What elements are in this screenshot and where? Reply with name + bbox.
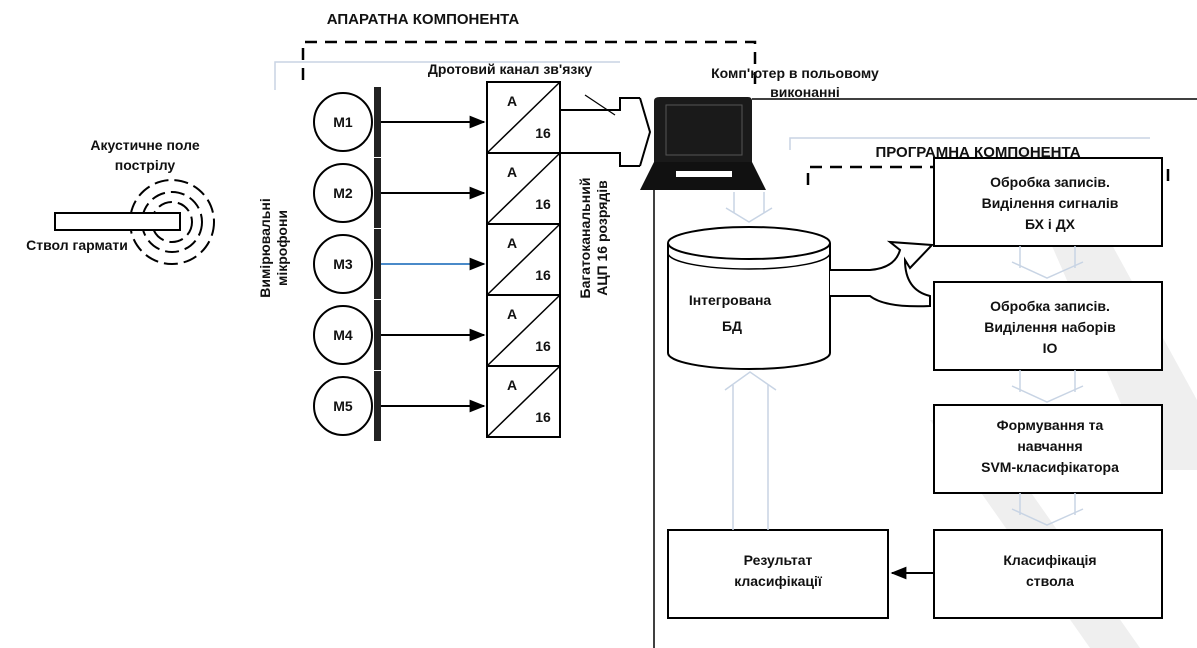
acoustic-field-label-line2: пострілу (115, 157, 176, 173)
svg-text:класифікації: класифікації (734, 573, 823, 589)
barrel-label: Ствол гармати (26, 237, 128, 253)
adc-block-5: A 16 (486, 365, 561, 438)
software-title: ПРОГРАМНА КОМПОНЕНТА (875, 144, 1080, 161)
channel-3: M3 A 16 (313, 223, 561, 299)
microphone-3 (313, 234, 373, 294)
microphones-caption-line1: Вимірювальні (257, 198, 273, 298)
microphone-label: M1 (333, 114, 353, 130)
svg-text:Класифікація: Класифікація (1003, 552, 1096, 568)
microphone-1 (313, 92, 373, 152)
adc-block-2: A 16 (486, 152, 561, 225)
svg-text:ствола: ствола (1026, 573, 1074, 589)
svg-text:Виділення наборів: Виділення наборів (984, 319, 1116, 335)
step-flow-arrows (1011, 246, 1084, 526)
wired-channel-cable (560, 94, 652, 167)
step-box-4: Класифікація ствола (933, 529, 1163, 619)
adc-letter: A (507, 306, 517, 322)
adc-block-3: A 16 (486, 223, 561, 296)
computer-label-line1: Комп'ютер в польовому (711, 65, 879, 81)
channel-2: M2 A 16 (313, 152, 561, 228)
computer-label-line2: виконанні (770, 84, 840, 100)
step-box-1: Обробка записів. Виділення сигналів БХ і… (933, 157, 1163, 247)
adc-bits: 16 (535, 267, 551, 283)
database-label-line2: БД (722, 318, 742, 334)
svg-text:Результат: Результат (744, 552, 813, 568)
svg-text:Формування та: Формування та (997, 417, 1104, 433)
laptop-to-db-arrow (725, 192, 773, 223)
microphone-mount (374, 229, 381, 299)
software-boundary-shadow (789, 137, 1150, 150)
adc-letter: A (507, 93, 517, 109)
microphone-label: M4 (333, 327, 353, 343)
microphone-mount (374, 158, 381, 228)
laptop-icon (640, 97, 766, 190)
svg-text:Обробка записів.: Обробка записів. (990, 298, 1110, 314)
adc-bits: 16 (535, 196, 551, 212)
db-to-steps-arrow (830, 240, 935, 308)
adc-bits: 16 (535, 409, 551, 425)
integrated-database (667, 226, 831, 370)
hardware-boundary (301, 40, 757, 90)
svg-text:SVM-класифікатора: SVM-класифікатора (981, 459, 1119, 475)
acoustic-field-label-line1: Акустичне поле (90, 137, 199, 153)
adc-caption-line1: Багатоканальний (577, 178, 593, 299)
microphone-5 (313, 376, 373, 436)
database-label-line1: Інтегрована (689, 292, 772, 308)
microphone-label: M3 (333, 256, 353, 272)
channel-5: M5 A 16 (313, 365, 561, 441)
result-box: Результат класифікації (667, 529, 889, 619)
step-box-2: Обробка записів. Виділення наборів ІО (933, 281, 1163, 371)
adc-bits: 16 (535, 338, 551, 354)
step-box-3: Формування та навчання SVM-класифікатора (933, 404, 1163, 494)
microphone-label: M2 (333, 185, 353, 201)
adc-caption-line2: АЦП 16 розрядів (594, 180, 610, 296)
software-boundary (806, 165, 1170, 185)
wired-channel-label: Дротовий канал зв'язку (428, 61, 593, 77)
svg-text:БХ і ДХ: БХ і ДХ (1025, 216, 1076, 232)
microphone-label: M5 (333, 398, 353, 414)
svg-text:Обробка записів.: Обробка записів. (990, 174, 1110, 190)
microphones-caption-line2: мікрофони (274, 210, 290, 286)
adc-block-1: A 16 (486, 81, 561, 154)
svg-text:ІО: ІО (1043, 340, 1058, 356)
microphone-mount (374, 87, 381, 157)
gun-barrel (54, 212, 181, 231)
adc-block-4: A 16 (486, 294, 561, 367)
microphone-2 (313, 163, 373, 223)
adc-letter: A (507, 377, 517, 393)
result-to-db-arrow (724, 371, 777, 530)
adc-letter: A (507, 164, 517, 180)
adc-bits: 16 (535, 125, 551, 141)
channel-1: M1 A 16 (313, 81, 561, 157)
hardware-title: АПАРАТНА КОМПОНЕНТА (327, 11, 520, 28)
svg-text:Виділення сигналів: Виділення сигналів (982, 195, 1119, 211)
channel-4: M4 A 16 (313, 294, 561, 370)
microphone-4 (313, 305, 373, 365)
adc-letter: A (507, 235, 517, 251)
hardware-boundary-shadow (274, 61, 620, 90)
microphone-mount (374, 371, 381, 441)
microphone-mount (374, 300, 381, 370)
svg-text:навчання: навчання (1017, 438, 1082, 454)
